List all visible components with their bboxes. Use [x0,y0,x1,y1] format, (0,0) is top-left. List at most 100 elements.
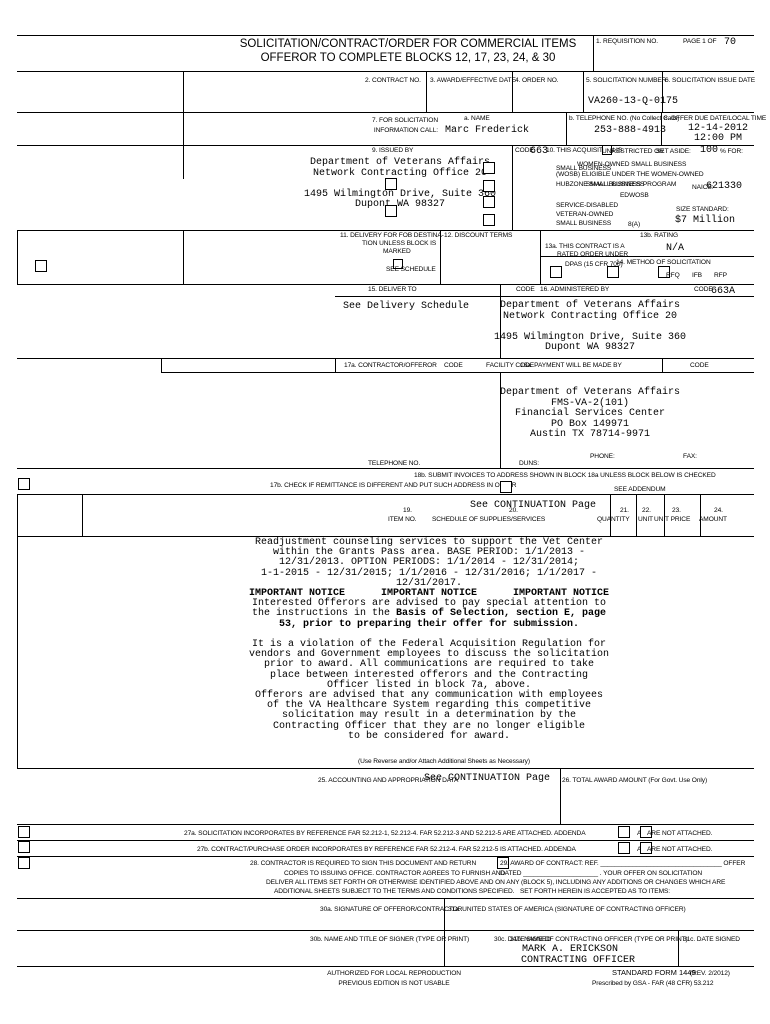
form-title: SOLICITATION/CONTRACT/ORDER FOR COMMERCI… [239,38,577,50]
col-unit-price: 23. [672,507,681,514]
contact-name-label: a. NAME [464,115,490,122]
footer-revision: (REV. 2/2012) [690,970,730,977]
col-amount: 24. [714,507,723,514]
offer-due-label: 8. OFFER DUE DATE/LOCAL TIME [664,115,767,122]
unrestricted-checkbox[interactable] [602,145,612,155]
invoice-label: 18b. SUBMIT INVOICES TO ADDRESS SHOWN IN… [414,472,716,479]
edwosb-checkbox[interactable] [385,178,397,190]
footer-prescribed: Prescribed by GSA - FAR (48 CFR) 53.212 [592,980,714,987]
fob-checkbox[interactable] [35,260,47,272]
wosb-label: WOMEN-OWNED SMALL BUSINESS [577,161,687,168]
offer-due-time: 12:00 PM [694,133,743,144]
small-business-checkbox[interactable] [483,162,495,174]
officer-name: MARK A. ERICKSON [521,944,619,955]
rating-value: N/A [666,243,685,254]
contractor-date-label: 30c. DATE SIGNED [494,936,551,943]
footer-previous: PREVIOUS EDITION IS NOT USABLE [338,980,450,987]
issued-by-address: Department of Veterans Affairs Network C… [303,157,497,211]
see-schedule-checkbox[interactable] [393,259,403,269]
see-schedule-label: SEE SCHEDULE [386,266,436,273]
contractor-signature-label: 30a. SIGNATURE OF OFFEROR/CONTRACTOR [320,906,463,913]
remittance-label: 17b. CHECK IF REMITTANCE IS DIFFERENT AN… [270,482,517,489]
signer-name-label: 30b. NAME AND TITLE OF SIGNER (TYPE OR P… [310,936,470,943]
discount-terms-label: 12. DISCOUNT TERMS [444,232,513,239]
fax-label: FAX: [683,453,697,460]
administered-by-label: 16. ADMINISTERED BY [540,286,610,293]
deliver-to: See Delivery Schedule [343,301,470,312]
far-27b-checkbox[interactable] [18,841,30,853]
sdvosb-checkbox[interactable] [483,196,495,208]
payment-code-label: CODE [690,362,709,369]
page-label: PAGE 1 OF [683,38,717,45]
contact-name: Marc Frederick [445,125,530,136]
accounting-data: See CONTINUATION Page [424,773,551,784]
rfq-checkbox[interactable] [607,266,619,278]
officer-name-label: 31b. NAME OF CONTRACTING OFFICER (TYPE O… [510,936,688,943]
sdvosb-label: SERVICE-DISABLED [556,202,619,209]
issued-by-code-label: CODE [515,147,534,154]
payment-address: Department of Veterans Affairs FMS-VA-2(… [499,387,681,441]
officer-signature-label: 31a. UNITED STATES OF AMERICA (SIGNATURE… [448,906,686,913]
far-27b-label: 27b. CONTRACT/PURCHASE ORDER INCORPORATE… [197,846,576,853]
solicitation-number: VA260-13-Q-0175 [588,96,679,107]
footer-authorized: AUTHORIZED FOR LOCAL REPRODUCTION [327,970,461,977]
facility-code-label: FACILITY CODE [486,362,535,369]
eight-a-label: 8(A) [628,221,641,228]
naics-label: NAICS: [692,184,714,191]
naics-code: 621330 [706,181,743,192]
info-call-label: 7. FOR SOLICITATION [372,117,438,124]
eight-a-checkbox[interactable] [385,205,397,217]
remittance-checkbox[interactable] [18,478,30,490]
edwosb-label: EDWOSB [620,192,649,199]
award-checkbox[interactable] [497,857,509,869]
phone-label-18: PHONE: [590,453,615,460]
administered-by-address: Department of Veterans Affairs Network C… [493,300,687,354]
award-date-label: 3. AWARD/EFFECTIVE DATE [430,77,516,84]
col-unit: 22. [642,507,651,514]
acquisition-label: 10. THIS ACQUISITION IS [546,147,622,154]
27b-are-not-checkbox[interactable] [640,842,652,854]
info-call-label-2: INFORMATION CALL: [373,127,438,134]
rated-order-checkbox[interactable] [550,266,562,278]
deliver-to-label: 15. DELIVER TO [368,286,417,293]
set-aside-percent: 100 [700,145,719,156]
footer-form-name: STANDARD FORM 1449 [612,968,696,977]
duns-label: DUNS: [519,460,540,467]
method-label: 14. METHOD OF SOLICITATION [616,259,711,266]
addendum-checkbox[interactable] [500,481,512,493]
telephone-label: TELEPHONE NO. [368,460,421,467]
ifb-checkbox[interactable] [658,266,670,278]
col-item-no: 19. [403,507,412,514]
contractor-sign-text: 28. CONTRACTOR IS REQUIRED TO SIGN THIS … [250,860,477,867]
set-aside-label: SET ASIDE: [656,148,691,155]
ifb-label: IFB [692,272,702,279]
27a-are-not-checkbox[interactable] [640,826,652,838]
top-rule [17,35,754,36]
size-standard: $7 Million [675,215,736,226]
set-aside-for-label: % FOR: [720,148,743,155]
issued-by-code: 663 [530,146,549,157]
far-27a-label: 27a. SOLICITATION INCORPORATES BY REFERE… [184,830,586,837]
see-addendum-label: SEE ADDENDUM [614,486,666,493]
requisition-label: 1. REQUISITION NO. [596,38,658,45]
hubzone-checkbox[interactable] [483,180,495,192]
offer-due-date: 12-14-2012 [688,123,749,134]
issue-date-label: 6. SOLICITATION ISSUE DATE [665,77,756,84]
order-no-label: 4. ORDER NO. [515,77,559,84]
award-text: 29. AWARD OF CONTRACT: REF. ____________… [500,860,746,867]
rating-label: 13b. RATING [640,232,678,239]
deliver-to-code-label: CODE [516,286,535,293]
rfq-label: RFQ [666,272,680,279]
far-27a-checkbox[interactable] [18,826,30,838]
col-quantity: 21. [620,507,629,514]
27a-are-not-label: ARE NOT ATTACHED. [647,830,713,837]
contractor-sign-checkbox[interactable] [18,857,30,869]
27b-are-checkbox[interactable] [618,842,630,854]
phone-label: b. TELEPHONE NO. (No Collect Calls) [569,115,680,122]
wosb-checkbox[interactable] [483,214,495,226]
administered-by-code: 663A [711,286,736,297]
27a-are-checkbox[interactable] [618,826,630,838]
unrestricted-label: UNRESTRICTED OR [602,148,664,155]
col-schedule: 20. [509,507,518,514]
see-continuation: See CONTINUATION Page [470,500,597,511]
